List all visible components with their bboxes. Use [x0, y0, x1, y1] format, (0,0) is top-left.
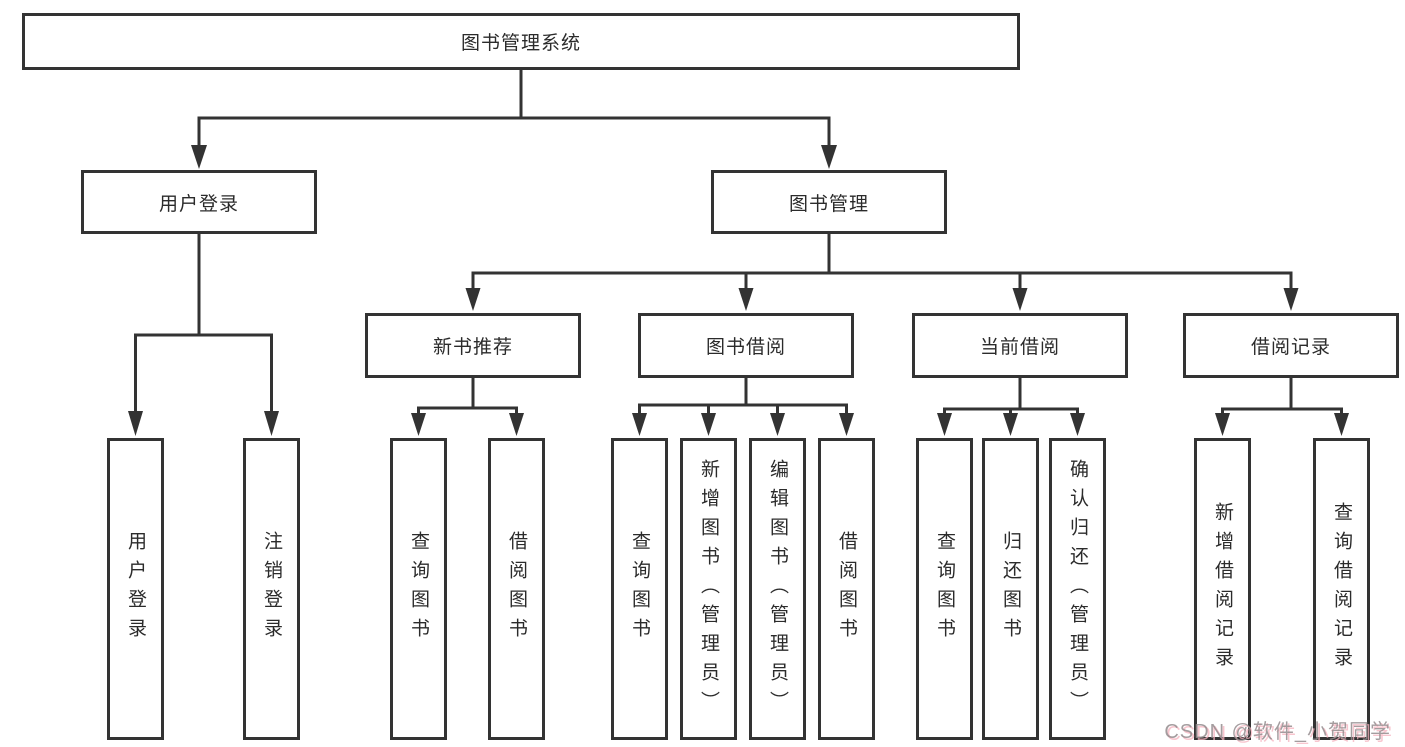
node-current-borrow: 当前借阅 — [912, 313, 1128, 378]
leaf-newbooks-borrow-book-label: 借阅图书 — [506, 531, 527, 647]
node-book-borrow: 图书借阅 — [638, 313, 854, 378]
leaf-borrow-borrow-book: 借阅图书 — [818, 438, 875, 740]
leaf-records-add-record-label: 新增借阅记录 — [1212, 502, 1233, 676]
csdn-watermark: CSDN @软件_小贺同学 — [1164, 721, 1391, 743]
leaf-borrow-edit-book-admin-label: 编辑图书（管理员） — [767, 458, 788, 720]
node-new-book-recommend: 新书推荐 — [365, 313, 581, 378]
leaf-user-login-label: 用户登录 — [125, 531, 146, 647]
node-book-management: 图书管理 — [711, 170, 947, 234]
node-new-book-recommend-label: 新书推荐 — [432, 337, 513, 358]
node-book-management-label: 图书管理 — [788, 193, 869, 215]
node-borrow-records: 借阅记录 — [1183, 313, 1399, 378]
leaf-records-add-record: 新增借阅记录 — [1194, 438, 1251, 740]
leaf-current-query-book-label: 查询图书 — [934, 531, 955, 647]
leaf-current-return-book-label: 归还图书 — [1000, 531, 1021, 647]
leaf-borrow-borrow-book-label: 借阅图书 — [836, 531, 857, 647]
leaf-logout-label: 注销登录 — [261, 531, 282, 647]
leaf-current-confirm-return-admin-label: 确认归还（管理员） — [1067, 458, 1088, 720]
leaf-newbooks-query-book-label: 查询图书 — [408, 531, 429, 647]
node-root-system: 图书管理系统 — [22, 13, 1020, 70]
leaf-user-login: 用户登录 — [107, 438, 164, 740]
leaf-logout: 注销登录 — [243, 438, 300, 740]
leaf-records-query-record: 查询借阅记录 — [1313, 438, 1370, 740]
leaf-newbooks-query-book: 查询图书 — [390, 438, 447, 740]
node-user-login: 用户登录 — [81, 170, 317, 234]
leaf-borrow-query-book: 查询图书 — [611, 438, 668, 740]
leaf-borrow-add-book-admin-label: 新增图书（管理员） — [698, 458, 719, 720]
node-book-borrow-label: 图书借阅 — [705, 337, 786, 358]
leaf-borrow-edit-book-admin: 编辑图书（管理员） — [749, 438, 806, 740]
leaf-borrow-add-book-admin: 新增图书（管理员） — [680, 438, 737, 740]
leaf-borrow-query-book-label: 查询图书 — [629, 531, 650, 647]
node-current-borrow-label: 当前借阅 — [979, 337, 1060, 358]
leaf-newbooks-borrow-book: 借阅图书 — [488, 438, 545, 740]
node-borrow-records-label: 借阅记录 — [1250, 337, 1331, 358]
node-user-login-label: 用户登录 — [158, 193, 239, 215]
node-root-label: 图书管理系统 — [460, 33, 581, 54]
leaf-current-return-book: 归还图书 — [982, 438, 1039, 740]
leaf-current-confirm-return-admin: 确认归还（管理员） — [1049, 438, 1106, 740]
leaf-records-query-record-label: 查询借阅记录 — [1331, 502, 1352, 676]
leaf-current-query-book: 查询图书 — [916, 438, 973, 740]
